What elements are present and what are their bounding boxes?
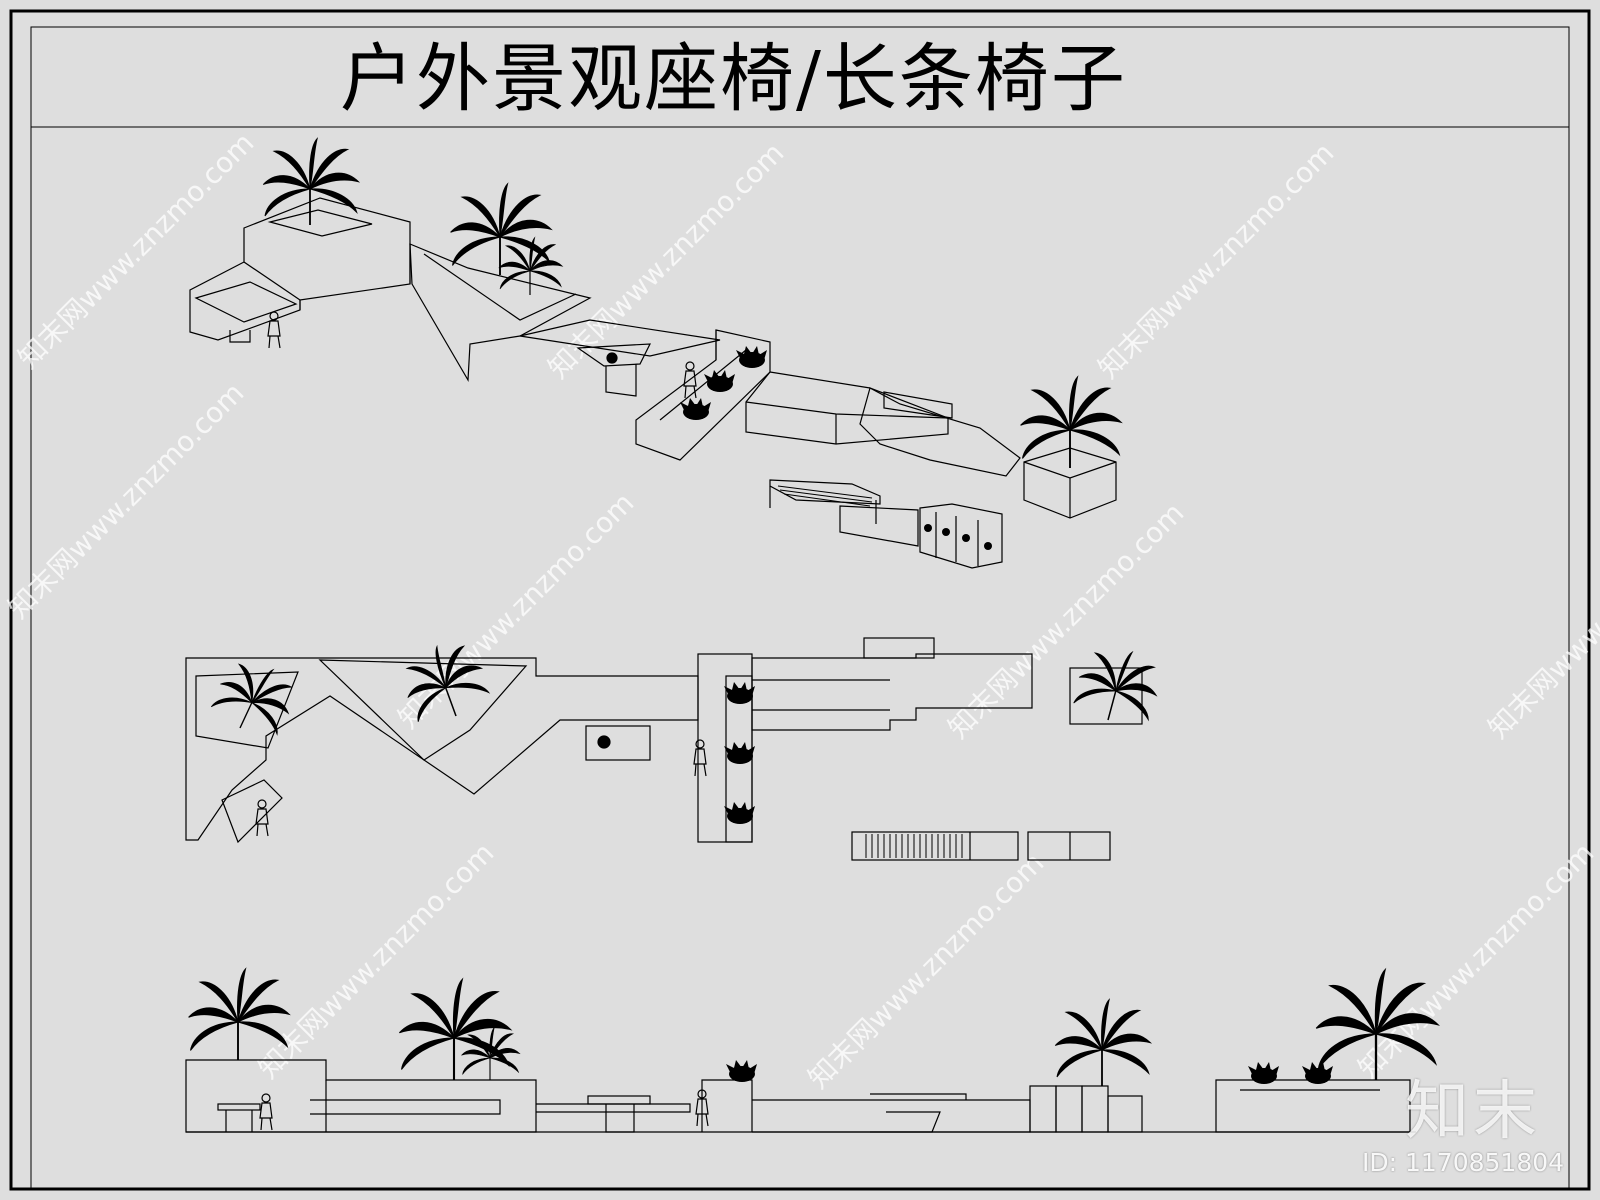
elevation-view: [185, 1059, 1416, 1133]
plan-slats: [865, 834, 963, 858]
bench-slats: [777, 485, 873, 507]
recycle-bin-icons: [924, 524, 992, 550]
watermark-logo: 知末: [1405, 1075, 1541, 1149]
plan-view: [185, 637, 1143, 861]
axonometric-view: [189, 197, 1117, 569]
inner-frame: [30, 26, 1570, 1190]
watermark-id: ID: 1170851804: [1362, 1148, 1565, 1177]
drawing-title: 户外景观座椅/长条椅子: [340, 36, 1127, 122]
